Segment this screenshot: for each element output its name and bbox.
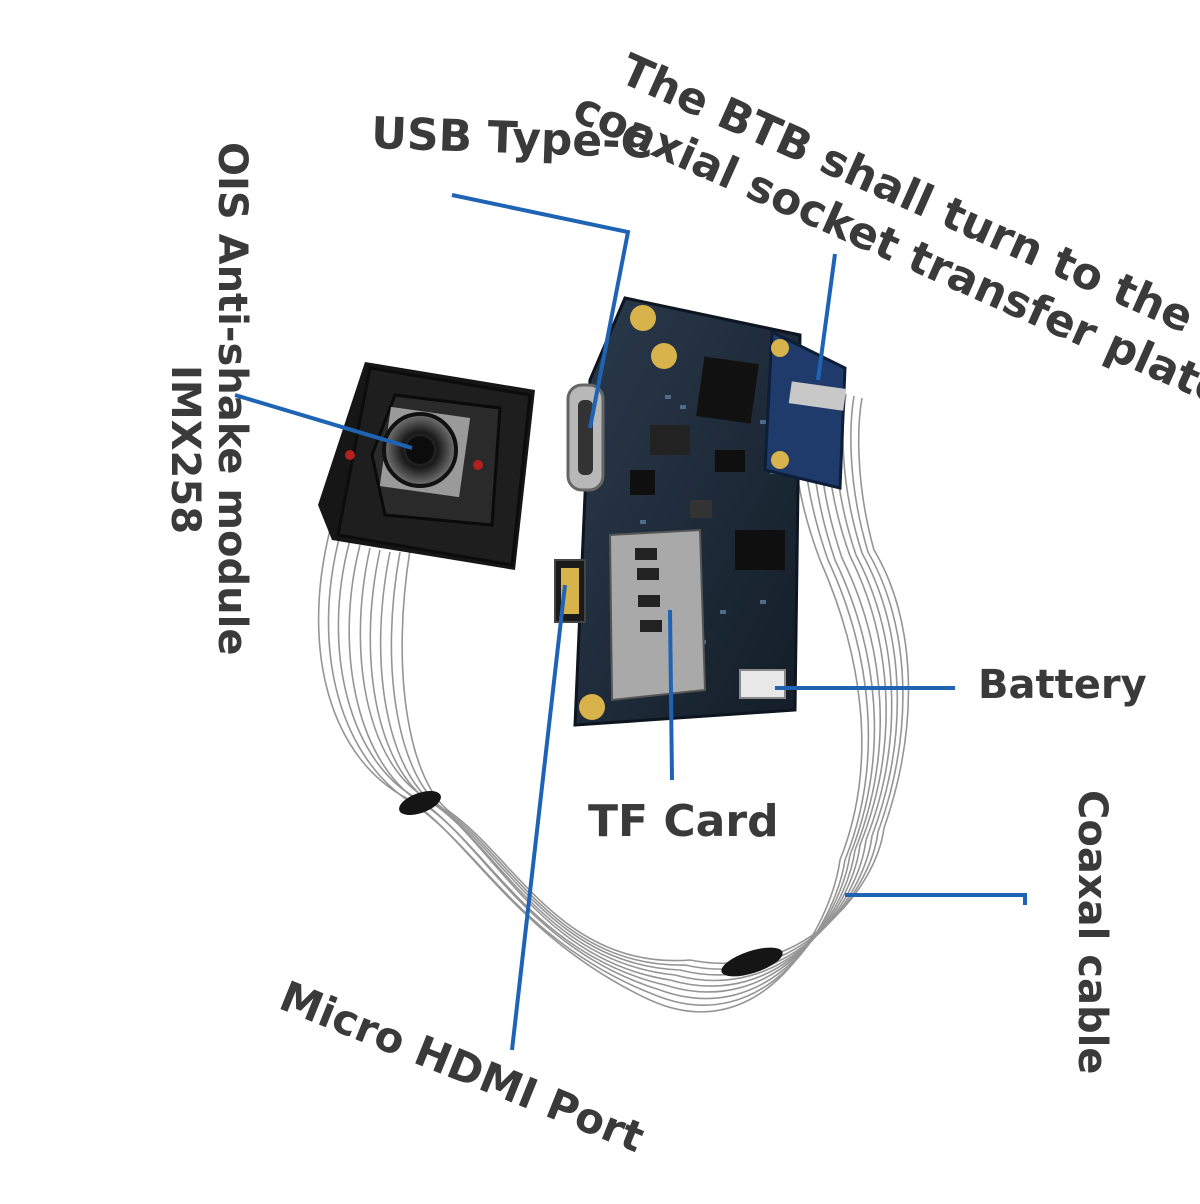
mounting-hole	[630, 305, 656, 331]
btb-transfer-plate	[763, 329, 847, 490]
leader-hdmi	[510, 584, 567, 1051]
leader-coax	[845, 893, 1027, 905]
mounting-hole	[651, 343, 677, 369]
coaxial-cable-bundle	[317, 389, 910, 1013]
tf-card-slot	[608, 528, 707, 702]
label-sensor: IMX258	[162, 365, 208, 535]
label-coaxial-cable: Coaxal cable	[1069, 790, 1115, 1075]
leader-btb	[816, 253, 837, 381]
leader-usb	[451, 193, 631, 429]
ois-camera-module	[318, 362, 535, 570]
main-pcb-board	[554, 296, 802, 727]
cable-wrap-bands	[399, 790, 783, 977]
leader-tf	[668, 609, 674, 781]
label-battery: Battery	[978, 662, 1147, 708]
leader-imx	[234, 393, 413, 450]
label-tf-card: TF Card	[588, 796, 779, 847]
label-ois-module: OIS Anti-shake module	[209, 142, 255, 656]
leader-lines	[234, 193, 1027, 1051]
battery-connector	[739, 669, 786, 699]
mounting-hole	[579, 694, 605, 720]
